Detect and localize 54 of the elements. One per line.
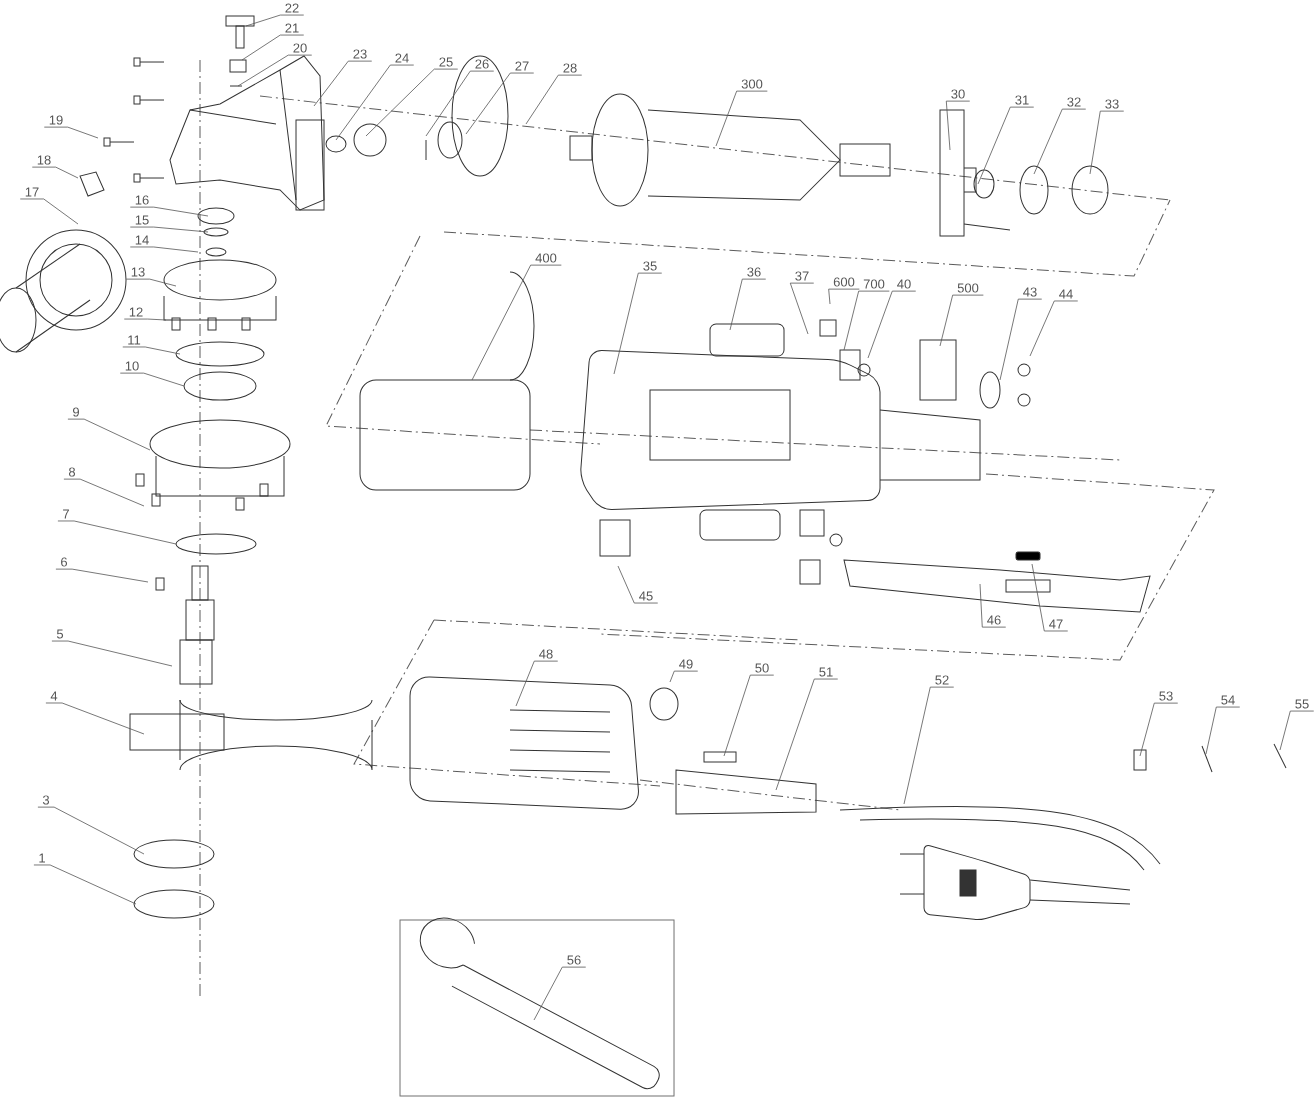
leader-line — [729, 278, 767, 331]
leader-line — [465, 72, 535, 135]
leader-line — [1033, 108, 1087, 175]
leader-line — [122, 346, 181, 355]
leader-line — [669, 670, 699, 683]
leader-line — [37, 806, 145, 855]
leader-line — [45, 702, 145, 735]
leader-line — [63, 478, 145, 507]
leader-line — [715, 90, 768, 147]
leader-line — [335, 64, 415, 141]
leader-line — [775, 678, 839, 791]
leader-line — [828, 288, 860, 305]
leader-line — [129, 226, 209, 233]
leader-line — [67, 418, 151, 451]
leader-line — [525, 74, 583, 125]
leader-line — [365, 68, 459, 137]
leader-line — [979, 583, 1007, 628]
leader-line — [313, 60, 373, 107]
leader-line — [1029, 300, 1079, 357]
leader-line — [945, 100, 971, 151]
leader-line — [1205, 706, 1241, 755]
leader-line — [125, 278, 177, 287]
leader-line — [867, 290, 917, 359]
leader-line — [1089, 110, 1125, 175]
leader-line — [723, 674, 775, 757]
leader-line — [119, 372, 185, 387]
leader-line — [245, 14, 305, 27]
leader-line — [471, 264, 562, 381]
leader-line — [129, 246, 199, 253]
leader-line — [977, 106, 1035, 185]
leader-line — [425, 70, 495, 137]
leader-line — [57, 520, 177, 545]
leader-line — [19, 198, 79, 225]
leader-line — [843, 290, 890, 351]
leader-line — [123, 318, 167, 321]
leader-line — [31, 166, 79, 179]
leader-line — [33, 864, 137, 905]
leader-line — [1279, 710, 1315, 751]
leader-line — [939, 294, 984, 347]
leader-line — [129, 206, 209, 217]
leader-line — [43, 126, 99, 139]
leader-line — [613, 272, 663, 375]
leader-line — [617, 565, 659, 604]
leader-line — [533, 966, 587, 1021]
leader-line — [903, 686, 955, 805]
leader-line — [55, 568, 149, 583]
leader-line — [1031, 563, 1069, 632]
leader-line — [237, 54, 313, 87]
leader-line — [1139, 702, 1179, 757]
leader-line — [241, 34, 305, 61]
leader-line — [515, 660, 559, 707]
leader-line — [51, 640, 173, 667]
leader-line — [999, 298, 1043, 381]
leader-line — [789, 282, 815, 335]
